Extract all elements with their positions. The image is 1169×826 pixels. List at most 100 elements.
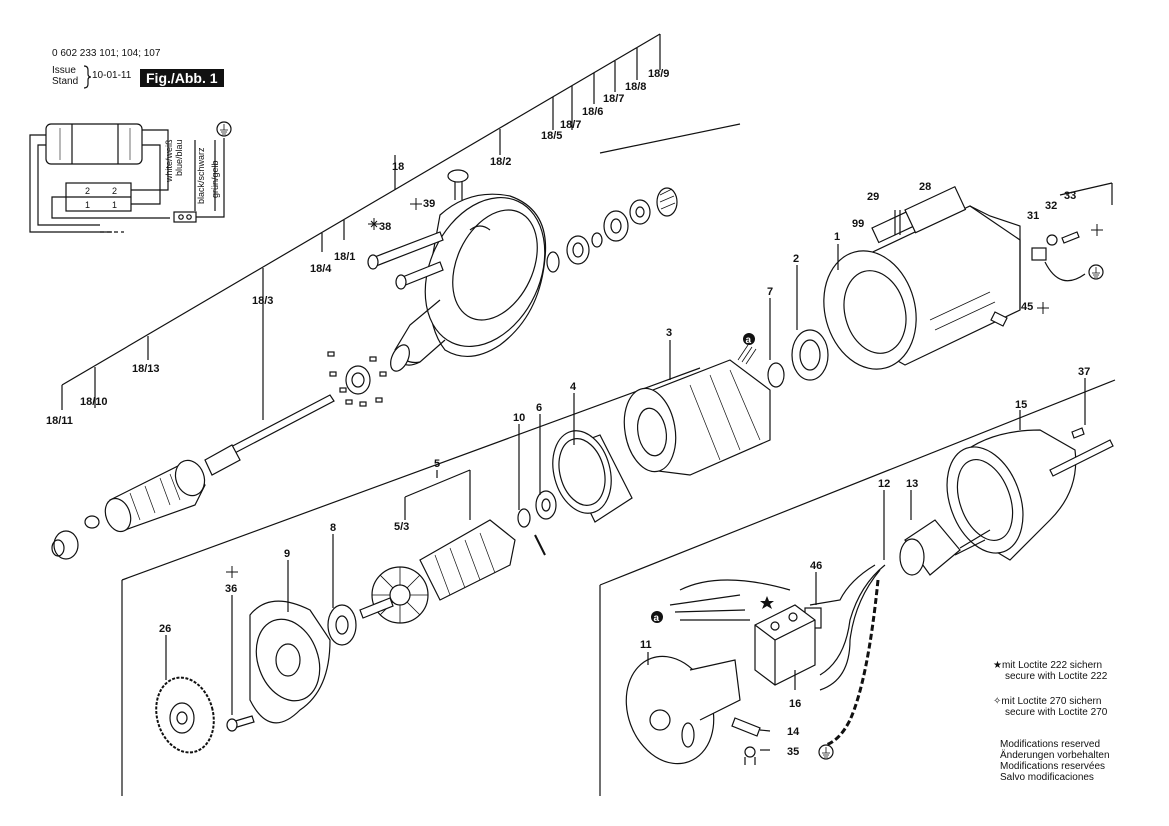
legend-cross-line2: secure with Loctite 270 xyxy=(1005,707,1108,718)
brush-holder-plate xyxy=(625,655,741,765)
clip-31 xyxy=(1031,247,1047,261)
note-fr: Modifications reservées xyxy=(1000,761,1106,772)
svg-text:a: a xyxy=(654,613,660,624)
callout-37: 37 xyxy=(1078,366,1090,378)
wire-green: grün/gelb xyxy=(210,160,220,198)
callout-18-7b: 18/7 xyxy=(603,93,624,105)
callout-14: 14 xyxy=(787,726,800,738)
callout-18-10: 18/10 xyxy=(80,396,108,408)
legend-loctite270: ✧mit Loctite 270 sichern secure with Loc… xyxy=(993,696,1107,718)
callout-18-4: 18/4 xyxy=(310,263,332,275)
bearing-18-7 xyxy=(566,235,590,265)
svg-text:a: a xyxy=(746,335,752,346)
svg-text:2: 2 xyxy=(112,186,117,196)
ring-10 xyxy=(517,508,531,528)
wiring-diagram xyxy=(29,121,232,233)
callout-28: 28 xyxy=(919,181,931,193)
callout-5: 5 xyxy=(434,458,440,470)
pinion-18-9 xyxy=(656,187,678,217)
legend-loctite222: ★mit Loctite 222 sichern secure with Loc… xyxy=(993,660,1107,682)
figure-badge: Fig./Abb. 1 xyxy=(140,69,224,87)
callout-18: 18 xyxy=(392,161,404,173)
callout-labels: 18 18/2 18/5 18/7 18/6 18/7 18/8 18/9 18… xyxy=(46,68,1090,758)
star-icon: ★ xyxy=(993,660,1002,671)
bearing-18-7b xyxy=(603,210,629,242)
cap-18-11 xyxy=(53,530,79,560)
callout-16: 16 xyxy=(789,698,801,710)
callout-9: 9 xyxy=(284,548,290,560)
callout-46: 46 xyxy=(810,560,822,572)
note-de: Änderungen vorbehalten xyxy=(1000,750,1110,761)
end-shield xyxy=(249,600,331,724)
switch-16 xyxy=(754,604,816,686)
wire-labels: white/weiß blue/blau black/schwarz grün/… xyxy=(164,139,220,204)
ground-symbol xyxy=(818,744,834,760)
callout-29: 29 xyxy=(867,191,879,203)
callout-36: 36 xyxy=(225,583,237,595)
callout-3: 3 xyxy=(666,327,672,339)
ring-18-6 xyxy=(591,232,603,248)
svg-text:1: 1 xyxy=(85,200,90,210)
svg-text:1: 1 xyxy=(112,200,117,210)
callout-8: 8 xyxy=(330,522,336,534)
gear-26 xyxy=(155,676,215,754)
callout-18-1: 18/1 xyxy=(334,251,355,263)
screw-18-10 xyxy=(84,515,100,529)
wire-blue: blue/blau xyxy=(174,139,184,176)
callout-18-8: 18/8 xyxy=(625,81,646,93)
bearing-2 xyxy=(791,329,829,381)
callout-11: 11 xyxy=(640,639,652,651)
upper-group-leaders xyxy=(61,33,1113,420)
ref-a-bottom: a xyxy=(651,611,663,624)
callout-15: 15 xyxy=(1015,399,1027,411)
washer-18-8 xyxy=(629,199,651,225)
air-guide-ring xyxy=(552,430,633,523)
callout-35: 35 xyxy=(787,746,799,758)
callout-38: 38 xyxy=(379,221,391,233)
callout-12: 12 xyxy=(878,478,890,490)
bearing-6 xyxy=(535,490,557,520)
lead-wires xyxy=(669,579,791,621)
collet-nut xyxy=(104,459,206,533)
ref-a-top: a xyxy=(743,333,755,346)
screw-45 xyxy=(990,311,1008,327)
clip-14 xyxy=(731,717,761,737)
loctite270-marks xyxy=(226,198,1103,578)
callout-39: 39 xyxy=(423,198,435,210)
terminal-labels: 2 2 1 1 xyxy=(85,186,117,210)
needle-cage xyxy=(327,351,387,407)
callout-5-3: 5/3 xyxy=(394,521,409,533)
callout-31: 31 xyxy=(1027,210,1039,222)
callout-4: 4 xyxy=(570,381,577,393)
note-es: Salvo modificaciones xyxy=(1000,772,1094,783)
field-coil xyxy=(623,344,771,476)
modification-notes: Modifications reserved Änderungen vorbeh… xyxy=(1000,739,1110,783)
bearing-8 xyxy=(327,604,357,646)
screw-35 xyxy=(744,746,756,758)
gear-housing xyxy=(390,169,547,372)
washer-32 xyxy=(1046,234,1058,246)
callout-7: 7 xyxy=(767,286,773,298)
callout-18-9: 18/9 xyxy=(648,68,669,80)
callout-10: 10 xyxy=(513,412,525,424)
callout-99: 99 xyxy=(852,218,864,230)
armature xyxy=(359,519,516,624)
motor-housing xyxy=(823,185,1021,370)
power-cable xyxy=(809,564,886,747)
cross-star-icon: ✧ xyxy=(993,696,1002,707)
callout-2: 2 xyxy=(793,253,799,265)
callout-18-2: 18/2 xyxy=(490,156,511,168)
screw-33 xyxy=(1061,231,1080,244)
callout-32: 32 xyxy=(1045,200,1057,212)
stand-label: Stand xyxy=(52,76,79,87)
callout-45: 45 xyxy=(1021,301,1033,313)
callout-18-3: 18/3 xyxy=(252,295,273,307)
screw-39 xyxy=(395,261,444,290)
callout-18-5: 18/5 xyxy=(541,130,562,142)
rear-cover xyxy=(946,429,1114,561)
note-en: Modifications reserved xyxy=(1000,739,1101,750)
legend-star-line1: mit Loctite 222 sichern xyxy=(1001,660,1103,671)
cable-grommet xyxy=(899,519,991,576)
